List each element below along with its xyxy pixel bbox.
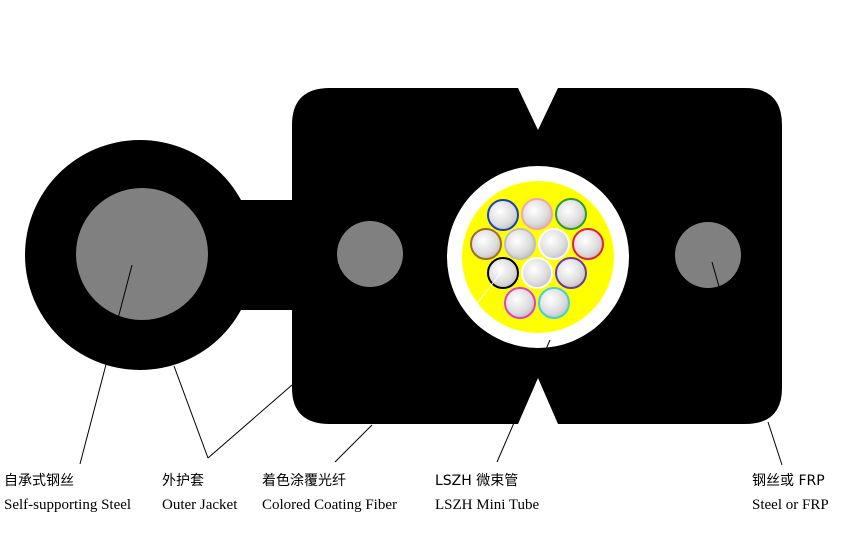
label-en: LSZH Mini Tube bbox=[435, 497, 540, 513]
label-lszh-mini-tube: LSZH 微束管 LSZH Mini Tube bbox=[435, 472, 539, 514]
optical-fiber bbox=[538, 228, 570, 260]
leader-lines bbox=[79, 261, 783, 466]
label-self-supporting-steel: 自承式钢丝 Self-supporting Steel bbox=[4, 472, 131, 514]
optical-fiber bbox=[504, 287, 536, 319]
optical-fiber bbox=[504, 228, 536, 260]
label-zh: 着色涂覆光纤 bbox=[262, 473, 346, 489]
optical-fiber bbox=[521, 257, 553, 289]
label-en: Self-supporting Steel bbox=[4, 497, 132, 513]
fiber-bundle bbox=[470, 198, 604, 319]
optical-fiber bbox=[555, 257, 587, 289]
right-strength-member bbox=[675, 222, 741, 288]
optical-fiber bbox=[487, 199, 519, 231]
label-steel-or-frp: 钢丝或 FRP Steel or FRP bbox=[752, 472, 829, 514]
label-en: Colored Coating Fiber bbox=[262, 497, 397, 513]
label-zh: LSZH 微束管 bbox=[435, 473, 519, 489]
label-en: Steel or FRP bbox=[752, 497, 829, 513]
label-en: Outer Jacket bbox=[162, 497, 238, 513]
left-strength-member bbox=[337, 221, 403, 287]
optical-fiber bbox=[538, 287, 570, 319]
optical-fiber bbox=[470, 228, 502, 260]
label-zh: 钢丝或 FRP bbox=[752, 473, 825, 489]
label-outer-jacket: 外护套 Outer Jacket bbox=[162, 472, 237, 514]
optical-fiber bbox=[555, 198, 587, 230]
self-supporting-steel bbox=[76, 188, 208, 320]
optical-fiber bbox=[487, 257, 519, 289]
optical-fiber bbox=[572, 228, 604, 260]
label-zh: 外护套 bbox=[162, 473, 204, 489]
label-colored-coating-fiber: 着色涂覆光纤 Colored Coating Fiber bbox=[262, 472, 397, 514]
optical-fiber bbox=[521, 198, 553, 230]
label-zh: 自承式钢丝 bbox=[4, 473, 74, 489]
